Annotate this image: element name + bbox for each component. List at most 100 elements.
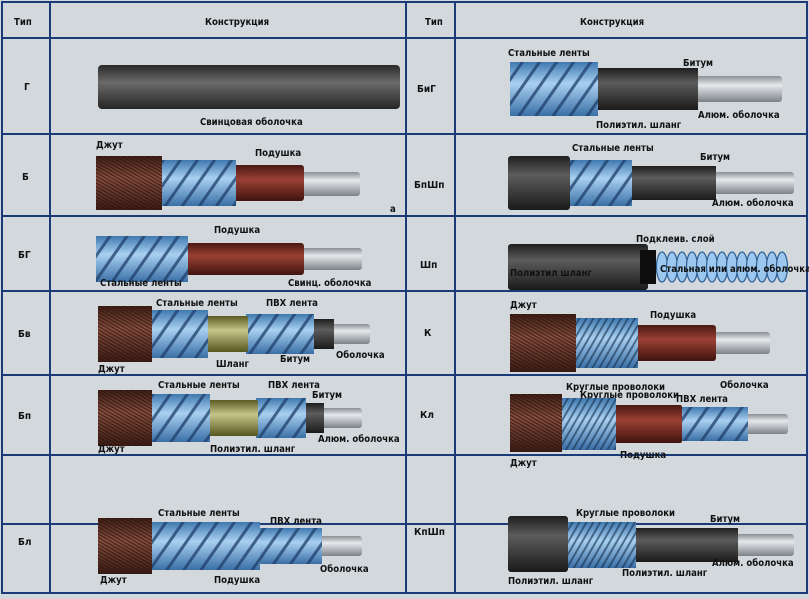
label-jute: Джут (100, 575, 127, 586)
type-code: Б (22, 172, 29, 183)
label-sheath: Алюм. оболочка (318, 434, 400, 445)
label-hose: Полиэтил. шланг (622, 568, 708, 579)
bitumen (630, 166, 716, 200)
label-hose: Шланг (216, 359, 249, 370)
aluminium-sheath (694, 76, 782, 102)
label-sheath: Алюм. оболочка (698, 110, 780, 121)
cable-bl (98, 518, 362, 574)
type-code: Шп (420, 260, 437, 271)
label-sheath: Стальная или алюм. оболочка (660, 264, 809, 275)
label-cushion: Подушка (255, 148, 301, 159)
label-sheath: Свинц. оболочка (288, 278, 372, 289)
label-sheath: Оболочка (720, 380, 769, 391)
label-jute: Джут (96, 140, 123, 151)
type-code: КпШп (414, 527, 445, 538)
hose (206, 316, 248, 352)
label-tapes: Стальные ленты (572, 143, 654, 154)
label-wires: Круглые проволоки (576, 508, 675, 519)
label-cushion: Подушка (214, 225, 260, 236)
type-code: БпШп (414, 180, 444, 191)
label-sheath: Свинцовая оболочка (200, 117, 303, 128)
type-code: К (424, 328, 432, 339)
type-code: БГ (18, 250, 31, 261)
label-bitumen: Битум (280, 354, 310, 365)
cable-bp (98, 390, 362, 446)
label-pvc: ПВХ лента (676, 394, 728, 405)
core (712, 332, 770, 354)
label-bitumen: Битум (700, 152, 730, 163)
type-code: Бв (18, 329, 31, 340)
label-pvc: ПВХ лента (268, 380, 320, 391)
label-cushion: Подушка (620, 450, 666, 461)
pe-hose-outer (508, 516, 568, 572)
cable-k (510, 314, 770, 372)
left-construction-header: Конструкция (205, 17, 269, 28)
label-jute: Джут (510, 458, 537, 469)
lead-sheath (300, 248, 362, 270)
label-jute: Джут (98, 444, 125, 455)
cable-bpshp (508, 156, 794, 210)
aluminium-sheath (320, 408, 362, 428)
adhesive-layer (640, 250, 656, 284)
type-code: Г (24, 82, 30, 93)
pe-hose (508, 156, 570, 210)
core (300, 172, 360, 196)
label-bitumen: Битум (710, 514, 740, 525)
label-a: а (390, 204, 396, 215)
right-construction-header: Конструкция (580, 17, 644, 28)
label-sheath: Оболочка (320, 564, 369, 575)
cable-bv (98, 306, 370, 362)
label-cushion: Подушка (650, 310, 696, 321)
cable-big (510, 62, 782, 116)
label-wires: Круглые проволоки (566, 382, 665, 393)
right-type-header: Тип (425, 17, 443, 28)
cable-g (98, 65, 400, 109)
label-bitumen: Битум (683, 58, 713, 69)
cushion (186, 243, 304, 275)
label-hose: Полиэтил. шланг (210, 444, 296, 455)
type-code: БиГ (417, 84, 436, 95)
core (318, 536, 362, 556)
label-wires: Круглые проволоки (580, 390, 679, 401)
label-sheath: Алюм. оболочка (712, 558, 794, 569)
corrugation-ring (775, 251, 789, 283)
cushion (614, 405, 682, 443)
cushion (636, 325, 716, 361)
pe-hose (508, 244, 648, 290)
label-sheath: Алюм. оболочка (712, 198, 794, 209)
cable-shp (508, 244, 789, 290)
label-jute: Джут (510, 300, 537, 311)
label-hose: Полиэтил. шланг (508, 576, 594, 587)
pe-hose (634, 528, 738, 562)
type-code: Бл (18, 537, 31, 548)
label-layer: Подклеив. слой (636, 234, 715, 245)
label-tapes: Стальные ленты (158, 380, 240, 391)
pe-hose (596, 68, 698, 110)
label-sheath: Оболочка (336, 350, 385, 361)
label-bitumen: Битум (312, 390, 342, 401)
pe-hose (208, 400, 258, 436)
label-tapes: Стальные ленты (156, 298, 238, 309)
type-code: Бп (18, 411, 31, 422)
aluminium-sheath (734, 534, 794, 556)
corrugated-sheath (655, 251, 789, 283)
label-tapes: Стальные ленты (508, 48, 590, 59)
type-code: Кл (420, 410, 434, 421)
aluminium-sheath (712, 172, 794, 194)
label-pvc: ПВХ лента (266, 298, 318, 309)
cushion (232, 165, 304, 201)
label-tapes: Стальные ленты (100, 278, 182, 289)
label-jute: Джут (98, 364, 125, 375)
cable-b (96, 156, 360, 210)
label-pvc: ПВХ лента (270, 516, 322, 527)
label-cushion: Подушка (214, 575, 260, 586)
cable-bg (96, 236, 362, 282)
cable-kl (510, 394, 788, 452)
label-hose: Полиэтил шланг (510, 268, 593, 279)
label-hose: Полиэтил. шланг (596, 120, 682, 131)
lead-sheath (98, 65, 400, 109)
cable-kpshp (508, 516, 794, 572)
